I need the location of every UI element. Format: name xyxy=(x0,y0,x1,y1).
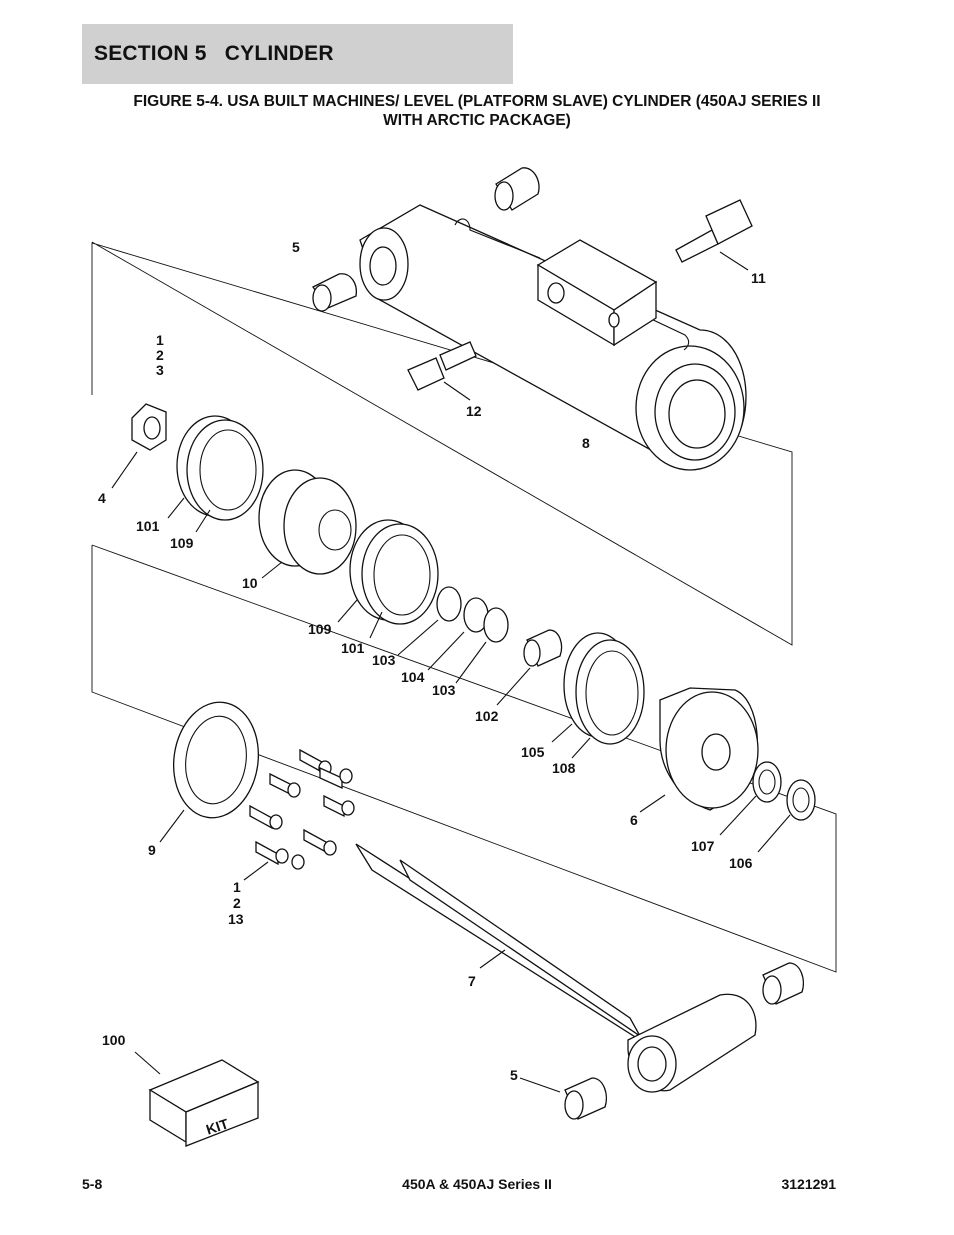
part-1-2-13-bolts xyxy=(243,748,355,881)
part-5-bushing-right xyxy=(762,962,804,1005)
callout-106: 106 xyxy=(729,855,753,871)
callout-108: 108 xyxy=(552,760,576,776)
callout-1-upper: 1 xyxy=(156,332,164,348)
part-9-gasket-flange xyxy=(159,701,260,843)
kit-label: KIT xyxy=(204,1115,231,1137)
part-5-bushing-bottom xyxy=(519,1077,607,1120)
part-5-top-bushing xyxy=(312,273,357,312)
part-8-manifold-block xyxy=(536,239,658,347)
callout-4: 4 xyxy=(98,490,106,506)
part-11-fitting xyxy=(675,199,753,271)
callout-10: 10 xyxy=(242,575,258,591)
callout-5-bottom: 5 xyxy=(510,1067,518,1083)
part-10-piston xyxy=(258,469,357,579)
callout-104: 104 xyxy=(401,669,425,685)
section-header: SECTION 5 CYLINDER xyxy=(82,24,513,84)
callout-103-first: 103 xyxy=(372,652,396,668)
part-102-bushing xyxy=(496,629,563,706)
callout-12: 12 xyxy=(466,403,482,419)
callout-2-lower: 2 xyxy=(233,895,241,911)
part-101-109-seal-set-left xyxy=(167,415,264,533)
part-6-cylinder-head xyxy=(639,687,759,813)
callout-1-lower: 1 xyxy=(233,879,241,895)
part-7-piston-rod xyxy=(355,843,757,1093)
callout-13: 13 xyxy=(228,911,244,927)
part-100-kit-box: KIT xyxy=(134,1051,260,1147)
callout-103-second: 103 xyxy=(432,682,456,698)
callout-107: 107 xyxy=(691,838,715,854)
part-107-106-seals xyxy=(719,761,816,853)
part-105-108-seals xyxy=(551,632,645,759)
callout-109-left: 109 xyxy=(170,535,194,551)
footer-doc-number: 3121291 xyxy=(781,1176,836,1192)
callout-102: 102 xyxy=(475,708,499,724)
part-8-cylinder-barrel xyxy=(359,204,747,471)
part-103-104-rings xyxy=(397,586,509,684)
footer-page-number: 5-8 xyxy=(82,1176,103,1192)
figure-title-line-2: WITH ARCTIC PACKAGE) xyxy=(383,112,571,129)
callout-2-upper: 2 xyxy=(156,347,164,363)
callout-3: 3 xyxy=(156,362,164,378)
footer-model: 450A & 450AJ Series II xyxy=(402,1176,552,1192)
callout-100: 100 xyxy=(102,1032,126,1048)
callout-101-right: 101 xyxy=(341,640,365,656)
callout-5-top: 5 xyxy=(292,239,300,255)
part-4-nut xyxy=(111,403,167,489)
explosion-outline-upper xyxy=(91,241,793,646)
callout-6: 6 xyxy=(630,812,638,828)
part-109-101-seal-set-right xyxy=(337,519,439,639)
callout-11: 11 xyxy=(751,270,766,286)
callout-labels: 5 11 1 2 3 12 8 4 101 109 10 109 101 103… xyxy=(98,239,766,1083)
callout-101-left: 101 xyxy=(136,518,160,534)
callout-105: 105 xyxy=(521,744,545,760)
part-12-fitting xyxy=(407,341,477,401)
part-5-upper-bushing xyxy=(494,167,540,211)
callout-7: 7 xyxy=(468,973,476,989)
callout-9: 9 xyxy=(148,842,156,858)
callout-8: 8 xyxy=(582,435,590,451)
callout-109-right: 109 xyxy=(308,621,332,637)
section-title: SECTION 5 CYLINDER xyxy=(94,42,334,65)
figure-title-line-1: FIGURE 5-4. USA BUILT MACHINES/ LEVEL (P… xyxy=(133,93,821,110)
figure-title: FIGURE 5-4. USA BUILT MACHINES/ LEVEL (P… xyxy=(60,92,894,130)
